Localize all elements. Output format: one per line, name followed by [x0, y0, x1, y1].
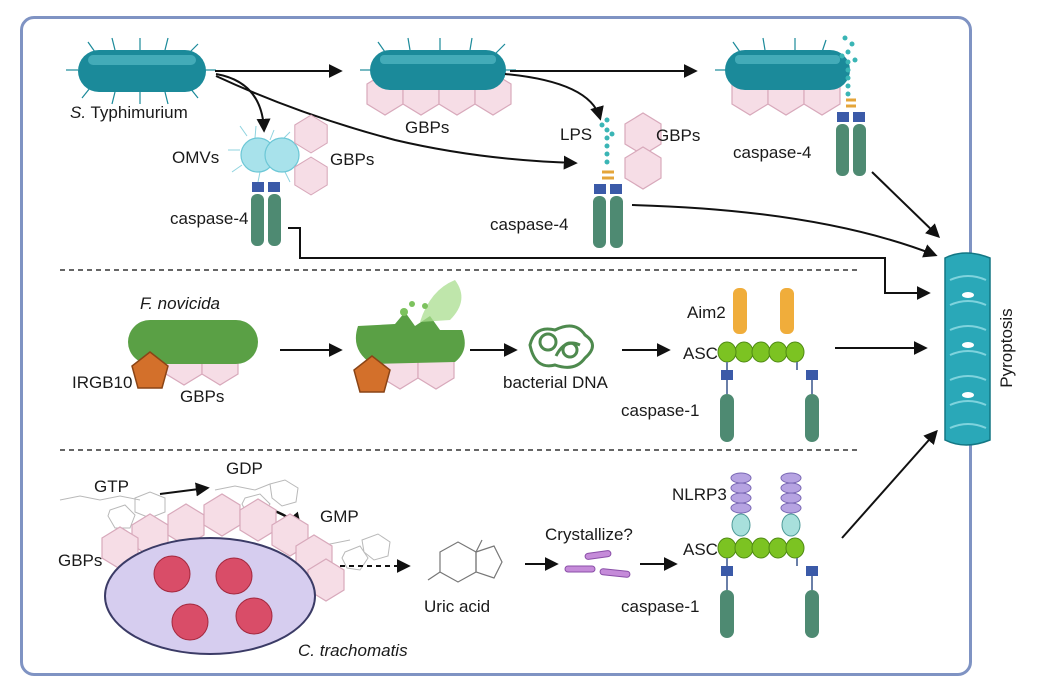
- caspase4-lps: [593, 184, 623, 248]
- caspase4-label-middle: caspase-4: [490, 215, 568, 234]
- chlamydia-bodies: [153, 555, 273, 641]
- lps-bacterium: [715, 35, 866, 176]
- pyroptosis-membrane: [944, 252, 991, 446]
- arrow-to-omvs: [215, 73, 271, 133]
- f-novicida-bacterium: [128, 320, 258, 389]
- gbps-label-top: GBPs: [405, 118, 449, 137]
- arrow-nlrp3-to-pyroptosis: [841, 429, 938, 539]
- pyroptosis-label: Pyroptosis: [997, 308, 1016, 387]
- s-typhimurium-bacterium: [66, 37, 216, 105]
- gbps-label-omv: GBPs: [330, 150, 374, 169]
- asc-label-row3: ASC: [683, 540, 718, 559]
- caspase4-omv: [251, 182, 281, 246]
- aim2-inflammasome: [717, 288, 820, 443]
- gbps-lps-cluster: [624, 112, 662, 190]
- aim2-label: Aim2: [687, 303, 726, 322]
- lps-molecule: [599, 117, 615, 165]
- arrow-lps-to-pyroptosis: [631, 204, 938, 258]
- arrow-bacterium-to-pyroptosis: [871, 171, 941, 238]
- arrow-omv-to-pyroptosis: [288, 227, 931, 300]
- gbp-coated-bacterium: [360, 37, 516, 116]
- uric-acid-molecule: [427, 539, 503, 583]
- arrow-to-lps: [215, 75, 578, 170]
- omvs-label: OMVs: [172, 148, 219, 167]
- gtp-label: GTP: [94, 477, 129, 496]
- caspase1-label-row2: caspase-1: [621, 401, 699, 420]
- f-novicida-label: F. novicida: [140, 294, 220, 313]
- asc-label-row2: ASC: [683, 344, 718, 363]
- bacterial-dna-icon: [528, 324, 594, 369]
- s-typhimurium-label: S. Typhimurium: [70, 103, 188, 122]
- nlrp3-inflammasome: [717, 472, 820, 639]
- arrow-gtp-gdp: [159, 482, 210, 497]
- lysed-bacterium: [353, 280, 465, 393]
- c-trachomatis-label: C. trachomatis: [298, 641, 408, 660]
- caspase4-label-left: caspase-4: [170, 209, 248, 228]
- gmp-label: GMP: [320, 507, 359, 526]
- uric-acid-crystals: [564, 550, 631, 578]
- gbps-omv-cluster: [294, 114, 328, 196]
- crystallize-label: Crystallize?: [545, 525, 633, 544]
- lps-label: LPS: [560, 125, 592, 144]
- caspase4-label-right: caspase-4: [733, 143, 811, 162]
- uric-acid-label: Uric acid: [424, 597, 490, 616]
- irgb10-shape: [131, 351, 169, 389]
- gdp-label: GDP: [226, 459, 263, 478]
- caspase1-label-row3: caspase-1: [621, 597, 699, 616]
- chlamydia-inclusion: [104, 537, 316, 655]
- nlrp3-label: NLRP3: [672, 485, 727, 504]
- gtp-molecule: [59, 491, 166, 529]
- omvs-vesicles: [228, 125, 306, 183]
- gbps-label-inclusion: GBPs: [58, 551, 102, 570]
- irgb10-label: IRGB10: [72, 373, 132, 392]
- gbps-label-lps: GBPs: [656, 126, 700, 145]
- bacterial-dna-label: bacterial DNA: [503, 373, 609, 392]
- gbps-label-francisella: GBPs: [180, 387, 224, 406]
- arrow-to-lps-release: [504, 73, 604, 121]
